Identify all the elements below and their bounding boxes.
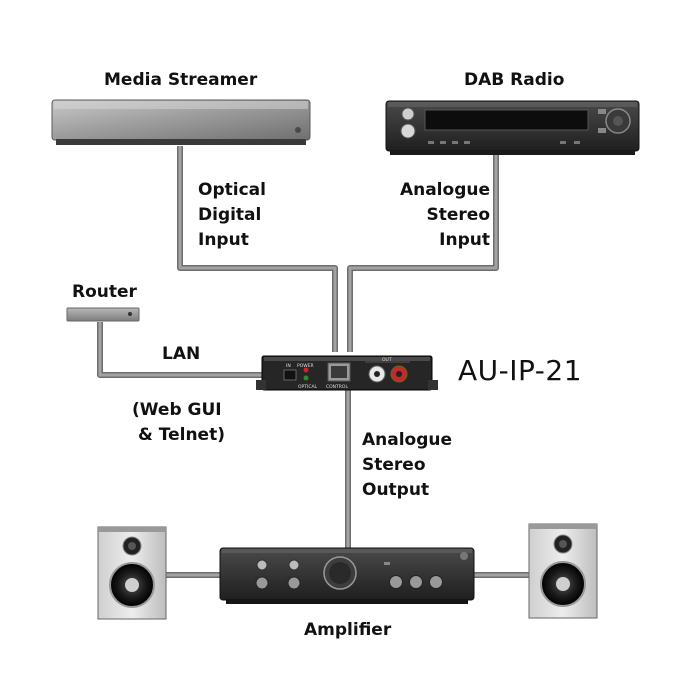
knob-icon [287, 576, 301, 590]
label-line: & Telnet) [138, 425, 225, 445]
optical-port-icon [283, 369, 297, 381]
optical-led-icon [303, 375, 309, 381]
amplifier-label: Amplifier [304, 620, 392, 640]
lan-label: LAN [162, 344, 201, 364]
cables [97, 146, 530, 578]
panel-power-label: POWER [297, 363, 314, 369]
dab-radio-device [385, 100, 640, 155]
panel-out-label: OUT [382, 357, 392, 363]
router-device [66, 307, 140, 322]
analogue-stereo-input-label: Analogue Stereo Input [400, 178, 490, 253]
knob-icon [429, 575, 443, 589]
label-line: Input [439, 230, 490, 250]
power-led-icon [295, 127, 301, 133]
web-gui-telnet-label: (Web GUI & Telnet) [132, 398, 225, 448]
analogue-stereo-output-label: Analogue Stereo Output [362, 428, 452, 503]
label-line: Digital [198, 205, 262, 225]
knob-icon [400, 123, 416, 139]
label-line: Analogue [362, 430, 453, 450]
media-streamer-device [51, 99, 311, 145]
display-screen [424, 109, 589, 131]
label-line: Output [362, 480, 430, 500]
router-label: Router [72, 282, 137, 302]
knob-icon [401, 107, 415, 121]
knob-icon [389, 575, 403, 589]
label-line: Input [198, 230, 249, 250]
model-label: AU-IP-21 [458, 354, 583, 387]
right-speaker-device [528, 523, 598, 619]
optical-digital-input-label: Optical Digital Input [198, 178, 266, 253]
panel-optical-label: OPTICAL [298, 384, 318, 390]
label-line: (Web GUI [132, 400, 222, 420]
label-line: Optical [198, 180, 266, 200]
amplifier-device [219, 547, 475, 604]
knob-icon [409, 575, 423, 589]
panel-in-label: IN [286, 363, 291, 369]
knob-icon [255, 576, 269, 590]
au-ip-21-device: IN POWER OPTICAL CONTROL OUT [256, 355, 438, 391]
dab-radio-label: DAB Radio [464, 70, 565, 90]
label-line: Stereo [426, 205, 491, 225]
panel-control-label: CONTROL [326, 384, 348, 390]
label-line: Analogue [399, 180, 490, 200]
left-speaker-device [97, 526, 167, 620]
media-streamer-label: Media Streamer [104, 70, 258, 90]
power-led-icon [303, 367, 309, 373]
label-line: Stereo [362, 455, 426, 475]
